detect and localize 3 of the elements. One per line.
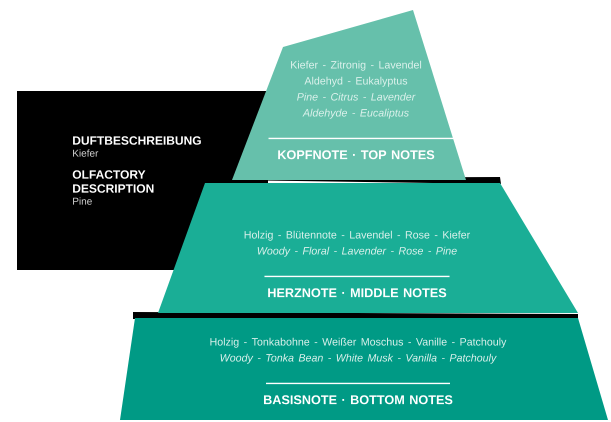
pyramid-tier: Kiefer - Zitronig - Lavendel Aldehyd - Eukalyptus Pine - Citrus - Lavender Aldehyde - Eucaliptus KOPFNOTE · TOP NOTES xyxy=(232,10,466,180)
pyramid-tier: Holzig - Tonkabohne - Weißer Moschus - Vanille - Patchouly Woody - Tonka Bean - White Musk - Vanilla - Patchouly BASISNOTE · BOTTOM NOTES xyxy=(120,318,608,420)
pyramid-tier: Holzig - Blütennote - Lavendel - Rose - Kiefer Woody - Floral - Lavender - Rose - Pine HERZNOTE · MIDDLE NOTES xyxy=(158,183,578,313)
